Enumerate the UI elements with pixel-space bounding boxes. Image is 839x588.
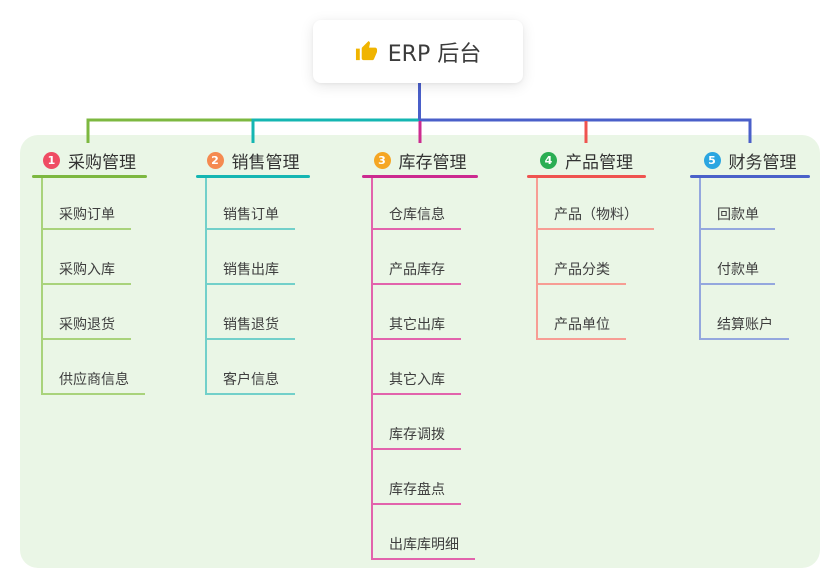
branch-underline <box>362 175 478 178</box>
child-node-5-3[interactable]: 结算账户 <box>699 311 789 340</box>
child-label: 回款单 <box>717 207 759 223</box>
child-node-2-4[interactable]: 客户信息 <box>205 366 295 395</box>
branch-child-spine <box>205 177 207 393</box>
child-label: 出库库明细 <box>389 537 459 553</box>
child-node-2-1[interactable]: 销售订单 <box>205 201 295 230</box>
child-node-1-2[interactable]: 采购入库 <box>41 256 131 285</box>
branch-underline <box>196 175 310 178</box>
branch-header-5[interactable]: 5 财务管理 <box>690 148 810 173</box>
child-label: 仓库信息 <box>389 207 445 223</box>
child-node-4-3[interactable]: 产品单位 <box>536 311 626 340</box>
child-node-3-2[interactable]: 产品库存 <box>371 256 461 285</box>
connector-root-branch-5 <box>418 83 752 143</box>
child-label: 库存盘点 <box>389 482 445 498</box>
child-label: 采购入库 <box>59 262 115 278</box>
thumbs-up-icon <box>355 40 377 61</box>
child-label: 采购订单 <box>59 207 115 223</box>
child-label: 结算账户 <box>717 317 773 333</box>
child-node-4-2[interactable]: 产品分类 <box>536 256 626 285</box>
branch-number-badge: 4 <box>540 151 557 169</box>
child-label: 采购退货 <box>59 317 115 333</box>
branch-label: 库存管理 <box>398 152 467 173</box>
child-label: 销售退货 <box>223 317 279 333</box>
child-label: 产品分类 <box>554 262 610 278</box>
branch-label: 财务管理 <box>728 152 797 173</box>
child-label: 库存调拨 <box>389 427 445 443</box>
branch-child-spine <box>699 177 701 338</box>
child-node-4-1[interactable]: 产品（物料） <box>536 201 654 230</box>
child-node-3-7[interactable]: 出库库明细 <box>371 531 475 560</box>
branch-label: 采购管理 <box>68 152 136 173</box>
child-node-2-2[interactable]: 销售出库 <box>205 256 295 285</box>
branch-header-4[interactable]: 4 产品管理 <box>527 148 646 173</box>
child-label: 产品单位 <box>554 317 610 333</box>
child-label: 产品（物料） <box>554 207 638 223</box>
branch-child-spine <box>371 177 373 558</box>
branch-underline <box>32 175 147 178</box>
child-node-1-4[interactable]: 供应商信息 <box>41 366 145 395</box>
branch-number-badge: 2 <box>206 151 224 169</box>
child-node-2-3[interactable]: 销售退货 <box>205 311 295 340</box>
branch-header-3[interactable]: 3 库存管理 <box>362 148 478 173</box>
child-node-3-6[interactable]: 库存盘点 <box>371 476 461 505</box>
child-node-5-1[interactable]: 回款单 <box>699 201 775 230</box>
branch-number-badge: 1 <box>43 151 60 169</box>
branch-underline <box>527 175 646 178</box>
branch-underline <box>690 175 810 178</box>
root-label: ERP 后台 <box>387 41 482 67</box>
branch-number-badge: 5 <box>703 151 721 169</box>
child-node-1-1[interactable]: 采购订单 <box>41 201 131 230</box>
child-node-5-2[interactable]: 付款单 <box>699 256 775 285</box>
child-label: 客户信息 <box>223 372 279 388</box>
child-label: 销售订单 <box>223 207 279 223</box>
child-label: 产品库存 <box>389 262 445 278</box>
branch-label: 产品管理 <box>565 152 633 173</box>
child-label: 供应商信息 <box>59 372 129 388</box>
branch-header-1[interactable]: 1 采购管理 <box>32 148 147 173</box>
branch-child-spine <box>536 177 538 338</box>
branch-number-badge: 3 <box>373 151 391 169</box>
child-node-1-3[interactable]: 采购退货 <box>41 311 131 340</box>
child-label: 其它出库 <box>389 317 445 333</box>
child-label: 其它入库 <box>389 372 445 388</box>
child-label: 销售出库 <box>223 262 279 278</box>
child-node-3-5[interactable]: 库存调拨 <box>371 421 461 450</box>
child-label: 付款单 <box>717 262 759 278</box>
branch-header-2[interactable]: 2 销售管理 <box>196 148 310 173</box>
mindmap-canvas <box>20 135 820 568</box>
branch-label: 销售管理 <box>231 152 300 173</box>
child-node-3-1[interactable]: 仓库信息 <box>371 201 461 230</box>
child-node-3-4[interactable]: 其它入库 <box>371 366 461 395</box>
root-node[interactable]: ERP 后台 <box>313 20 523 83</box>
child-node-3-3[interactable]: 其它出库 <box>371 311 461 340</box>
branch-child-spine <box>41 177 43 393</box>
